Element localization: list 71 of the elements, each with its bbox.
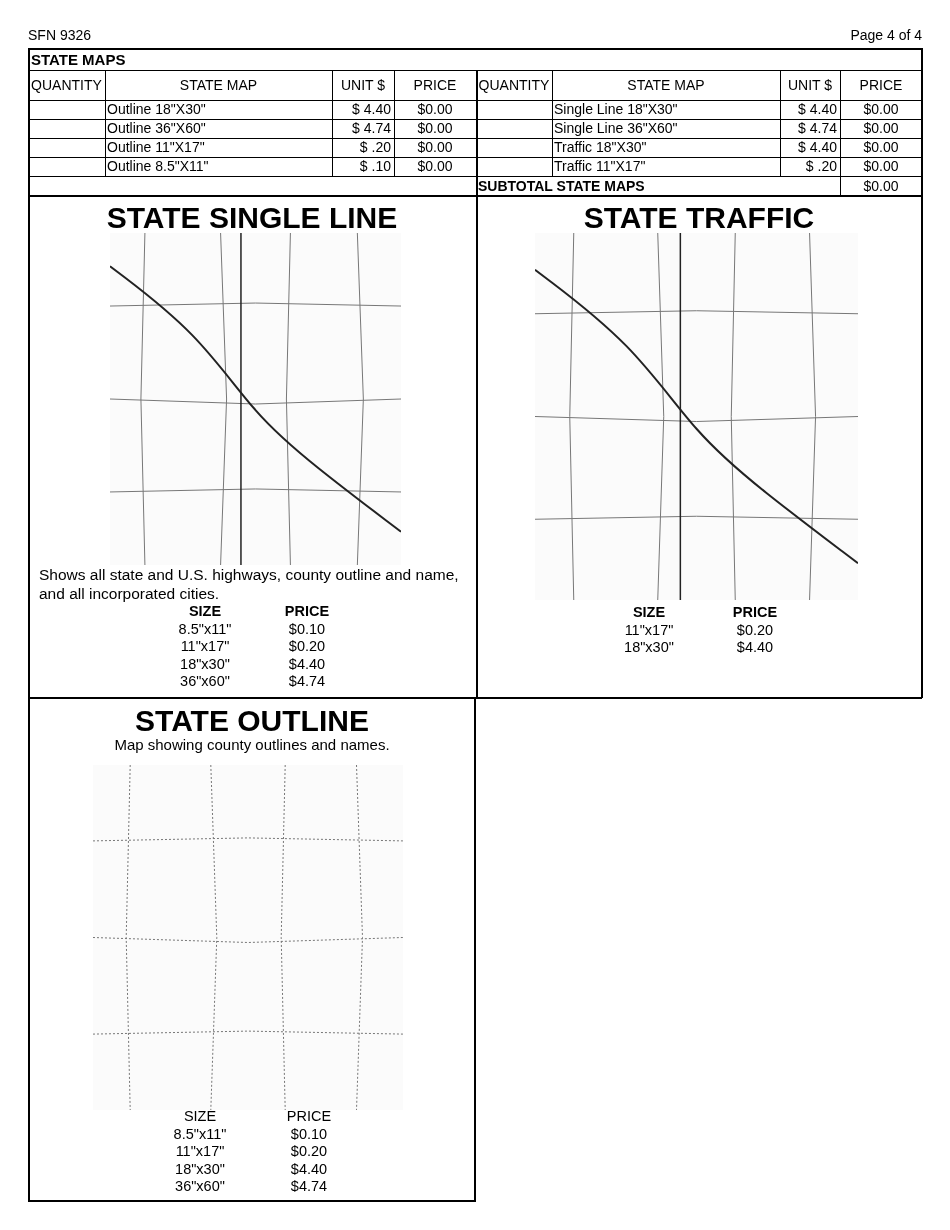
- size-value: 8.5"x11": [177, 621, 233, 638]
- price-value: $4.74: [289, 1179, 329, 1195]
- column-heading: STATE MAP: [178, 78, 259, 94]
- column-heading: PRICE: [731, 605, 779, 621]
- size-value: 8.5"x11": [172, 1126, 228, 1143]
- description-text: Shows all state and U.S. highways, county outline and name, and all incorporated cities.: [39, 565, 460, 603]
- size-value: 36"x60": [174, 1179, 226, 1195]
- map-drawing: [93, 765, 403, 1110]
- subtotal-label: SUBTOTAL STATE MAPS: [478, 179, 645, 195]
- price-value: $0.10: [289, 1126, 329, 1143]
- map-drawing: [535, 233, 858, 600]
- map-name: Outline 36"X60": [107, 121, 206, 137]
- price-value: $4.40: [287, 656, 327, 673]
- column-heading: PRICE: [858, 78, 904, 94]
- price-value: $4.40: [735, 640, 775, 656]
- column-heading: SIZE: [187, 604, 223, 620]
- size-value: 11"x17": [179, 639, 231, 655]
- price-value: $0.20: [287, 639, 327, 655]
- price-value: $4.74: [287, 674, 327, 690]
- price-value: $0.00: [862, 121, 900, 137]
- map-name: Outline 11"X17": [107, 140, 205, 156]
- price-value: $0.00: [416, 121, 454, 137]
- price-value: $0.00: [862, 159, 900, 175]
- column-heading: QUANTITY: [477, 78, 551, 94]
- price-value: $4.40: [289, 1161, 329, 1178]
- size-value: 18"x30": [623, 640, 675, 656]
- price-value: $0.20: [289, 1144, 329, 1160]
- page-number: Page 4 of 4: [850, 28, 922, 44]
- panel-heading: STATE TRAFFIC: [582, 200, 816, 236]
- panel-heading: STATE SINGLE LINE: [105, 200, 399, 236]
- map-name: Outline 8.5"X11": [107, 159, 209, 175]
- column-heading: STATE MAP: [626, 78, 706, 94]
- price-value: $0.10: [287, 621, 327, 638]
- price-value: $0.00: [416, 140, 454, 156]
- size-value: 36"x60": [179, 674, 231, 690]
- form-number: SFN 9326: [28, 28, 92, 44]
- unit-price: $ 4.40: [351, 102, 391, 118]
- price-value: $0.00: [862, 179, 900, 195]
- unit-price: $ 4.40: [797, 140, 837, 156]
- unit-price: $ .10: [358, 159, 391, 175]
- column-heading: UNIT $: [786, 78, 834, 94]
- column-heading: SIZE: [631, 605, 667, 621]
- column-heading: SIZE: [182, 1109, 218, 1125]
- price-value: $0.00: [416, 159, 454, 175]
- price-value: $0.00: [862, 140, 900, 156]
- unit-price: $ .20: [804, 159, 837, 175]
- map-name: Traffic 18"X30": [554, 140, 647, 156]
- description-text: Map showing county outlines and names.: [113, 736, 391, 754]
- map-name: Outline 18"X30": [107, 102, 206, 118]
- map-drawing: [110, 233, 401, 565]
- size-value: 18"x30": [179, 656, 231, 673]
- price-value: $0.20: [735, 622, 775, 639]
- unit-price: $ .20: [358, 140, 391, 156]
- map-name: Single Line 36"X60": [554, 121, 678, 137]
- size-value: 18"x30": [174, 1161, 226, 1178]
- unit-price: $ 4.40: [797, 102, 837, 118]
- column-heading: PRICE: [283, 604, 331, 620]
- unit-price: $ 4.74: [351, 121, 391, 137]
- size-value: 11"x17": [623, 622, 675, 639]
- map-name: Traffic 11"X17": [554, 159, 646, 175]
- column-heading: QUANTITY: [30, 78, 103, 94]
- column-heading: UNIT $: [339, 78, 387, 94]
- price-value: $0.00: [862, 102, 900, 118]
- column-heading: PRICE: [285, 1109, 333, 1125]
- column-heading: PRICE: [412, 78, 458, 94]
- price-value: $0.00: [416, 102, 454, 118]
- map-name: Single Line 18"X30": [554, 102, 678, 118]
- size-value: 11"x17": [174, 1144, 226, 1160]
- panel-heading: STATE OUTLINE: [134, 703, 370, 739]
- section-heading: STATE MAPS: [31, 52, 126, 69]
- unit-price: $ 4.74: [797, 121, 837, 137]
